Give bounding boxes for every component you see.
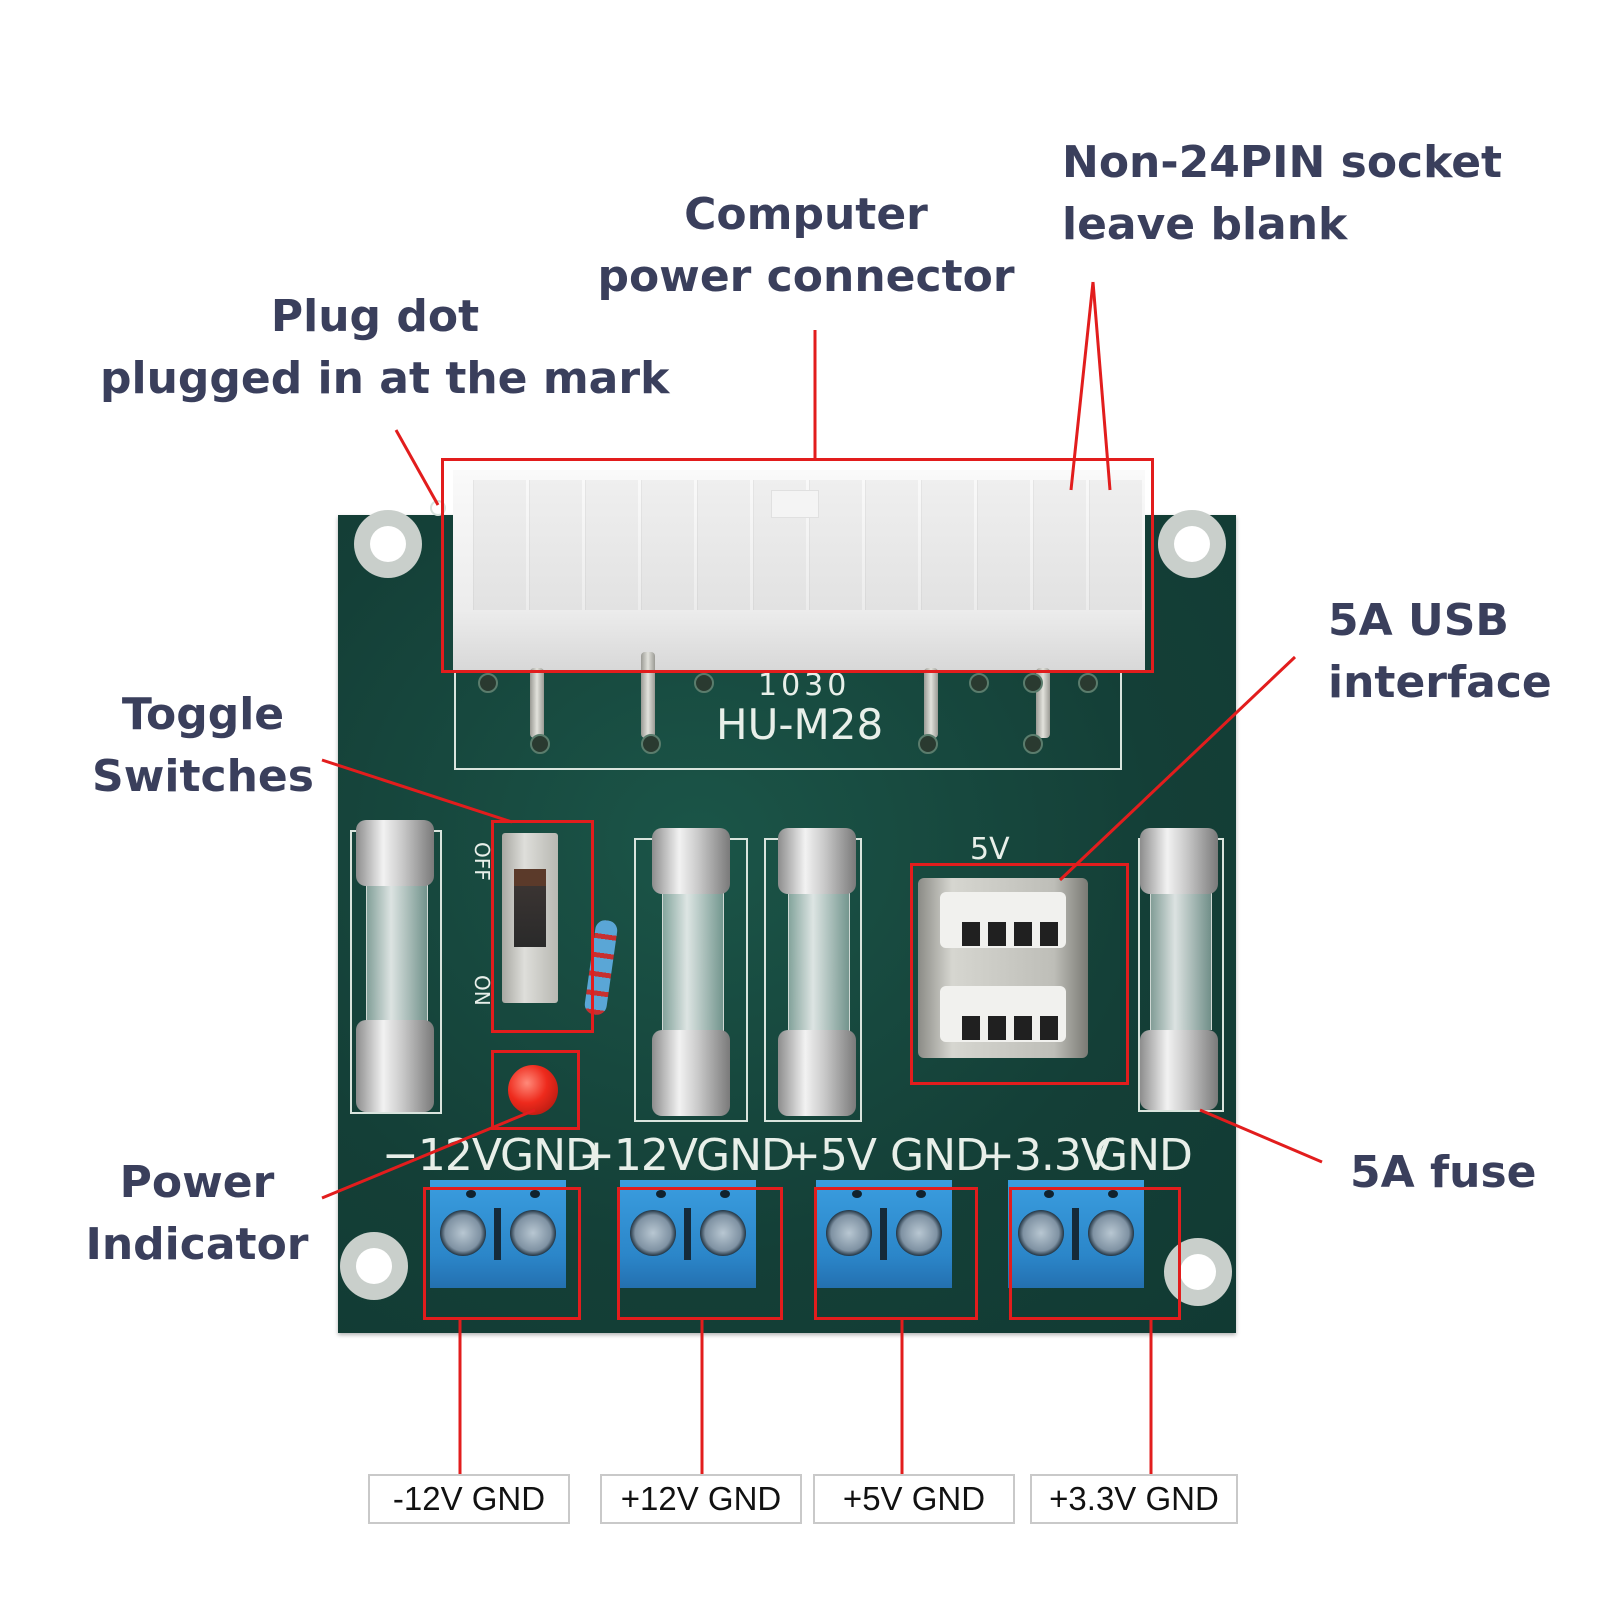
highlight-terminal-pos5v: [814, 1187, 978, 1320]
silk-label-gnd: GND: [890, 1130, 989, 1181]
connector-latch: [771, 490, 819, 518]
connector-pin: [641, 652, 655, 738]
highlight-usb-interface: [910, 863, 1129, 1085]
callout-5a-fuse: 5A fuse: [1350, 1147, 1537, 1198]
callout-line: power connector: [597, 251, 1015, 302]
power-indicator-led: [508, 1065, 558, 1115]
callout-line: Toggle: [121, 689, 285, 740]
highlight-power-indicator: [491, 1050, 580, 1130]
screw-icon[interactable]: [700, 1210, 746, 1256]
callout-usb-interface: 5A USB interface: [1328, 590, 1552, 714]
screw-terminal-pos5v[interactable]: [816, 1180, 952, 1288]
screw-terminal-pos3v3[interactable]: [1008, 1180, 1144, 1288]
silk-label-pos12v: +12V: [578, 1130, 698, 1181]
highlight-toggle-switch: [491, 820, 594, 1033]
highlight-terminal-pos12v: [617, 1187, 783, 1320]
connector-pin: [530, 668, 544, 738]
via: [530, 734, 550, 754]
connector-pin: [924, 668, 938, 738]
usb-port-top[interactable]: [940, 892, 1066, 948]
via: [694, 673, 714, 693]
highlight-terminal-neg12v: [423, 1187, 581, 1320]
callout-toggle-switches: Toggle Switches: [88, 684, 318, 808]
screw-icon[interactable]: [440, 1210, 486, 1256]
callout-computer-power-connector: Computer power connector: [596, 184, 1016, 308]
output-label-neg12v: -12V GND: [368, 1474, 570, 1524]
usb-port-bottom[interactable]: [940, 986, 1066, 1042]
output-label-pos12v: +12V GND: [600, 1474, 802, 1524]
screw-icon[interactable]: [826, 1210, 872, 1256]
silk-label-neg12v: −12V: [382, 1130, 502, 1181]
usb-silk-label: 5V: [970, 832, 1010, 867]
via: [1023, 734, 1043, 754]
board-model: HU-M28: [716, 700, 884, 749]
silk-label-gnd: GND: [1094, 1130, 1193, 1181]
atx-power-connector[interactable]: [453, 470, 1145, 670]
mounting-hole-bottom-left: [340, 1232, 408, 1300]
callout-line: Power: [119, 1157, 275, 1208]
via: [969, 673, 989, 693]
via: [1023, 673, 1043, 693]
via: [1078, 673, 1098, 693]
callout-line: Indicator: [85, 1219, 309, 1270]
screw-icon[interactable]: [1018, 1210, 1064, 1256]
board-code: 1030: [758, 668, 851, 703]
mounting-hole-top-right: [1158, 510, 1226, 578]
callout-non-24pin-socket: Non-24PIN socket leave blank: [1062, 132, 1502, 256]
mounting-hole-bottom-right: [1164, 1238, 1232, 1306]
callout-line: 5A USB: [1328, 595, 1509, 646]
highlight-computer-power-connector: [441, 458, 1154, 673]
callout-line: Switches: [92, 751, 314, 802]
screw-terminal-pos12v[interactable]: [620, 1180, 756, 1288]
screw-icon[interactable]: [630, 1210, 676, 1256]
via: [918, 734, 938, 754]
callout-plug-dot: Plug dot plugged in at the mark: [100, 286, 670, 410]
screw-icon[interactable]: [896, 1210, 942, 1256]
highlight-terminal-pos3v3: [1009, 1187, 1181, 1320]
callout-line: Plug dot: [270, 291, 480, 342]
usb-dual-port[interactable]: [918, 878, 1088, 1058]
screw-icon[interactable]: [1088, 1210, 1134, 1256]
callout-line: interface: [1328, 657, 1552, 708]
mounting-hole-top-left: [354, 510, 422, 578]
silk-label-gnd: GND: [696, 1130, 795, 1181]
callout-line: Computer: [684, 189, 928, 240]
output-label-pos5v: +5V GND: [813, 1474, 1015, 1524]
output-label-pos3v3: +3.3V GND: [1030, 1474, 1238, 1524]
callout-line: Non-24PIN socket: [1062, 137, 1503, 188]
via: [641, 734, 661, 754]
toggle-switch[interactable]: [502, 833, 558, 1003]
callout-line: plugged in at the mark: [100, 353, 670, 404]
toggle-switch-knob[interactable]: [514, 869, 546, 947]
via: [478, 673, 498, 693]
silk-label-pos3v3: +3.3V: [978, 1130, 1111, 1181]
leader-plug-dot: [394, 429, 440, 506]
callout-power-indicator: Power Indicator: [82, 1152, 312, 1276]
silk-label-pos5v: +5V: [784, 1130, 877, 1181]
callout-line: leave blank: [1062, 199, 1348, 250]
screw-icon[interactable]: [510, 1210, 556, 1256]
